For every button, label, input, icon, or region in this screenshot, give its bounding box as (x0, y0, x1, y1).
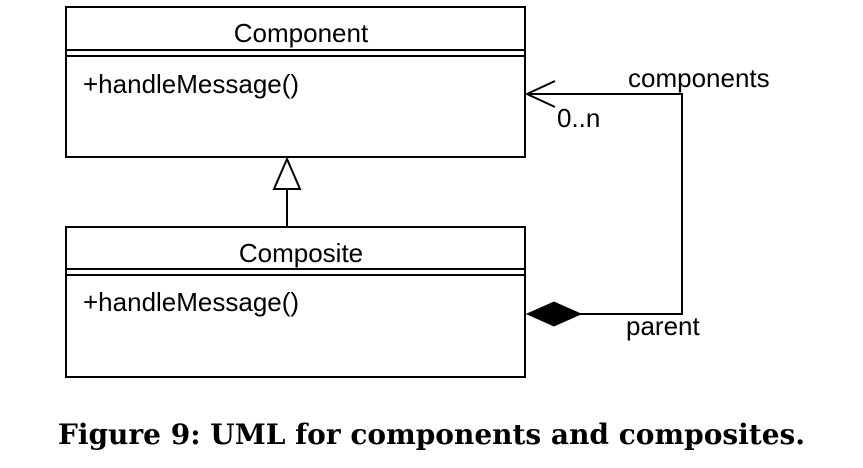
role-label-components: components (628, 63, 770, 93)
composite-class-box (65, 226, 526, 378)
component-operation: +handleMessage() (83, 69, 299, 99)
generalization (272, 156, 302, 227)
composite-class-name: Composite (239, 238, 363, 268)
association-line (527, 93, 683, 315)
component-class-name: Component (234, 18, 369, 48)
uml-diagram: Component +handleMessage() Composite +ha… (65, 6, 770, 378)
multiplicity-label: 0..n (557, 103, 600, 133)
component-class-box (65, 6, 526, 158)
composition-diamond-icon (525, 301, 583, 327)
role-label-parent: parent (626, 311, 700, 341)
composition-association: components 0..n parent (524, 63, 770, 341)
open-arrowhead-icon (524, 80, 556, 108)
generalization-triangle-icon (272, 156, 302, 190)
composite-operation: +handleMessage() (83, 287, 299, 317)
component-class: Component +handleMessage() (65, 6, 526, 158)
figure-caption: Figure 9: UML for components and composi… (57, 418, 806, 451)
composite-class: Composite +handleMessage() (65, 226, 526, 378)
